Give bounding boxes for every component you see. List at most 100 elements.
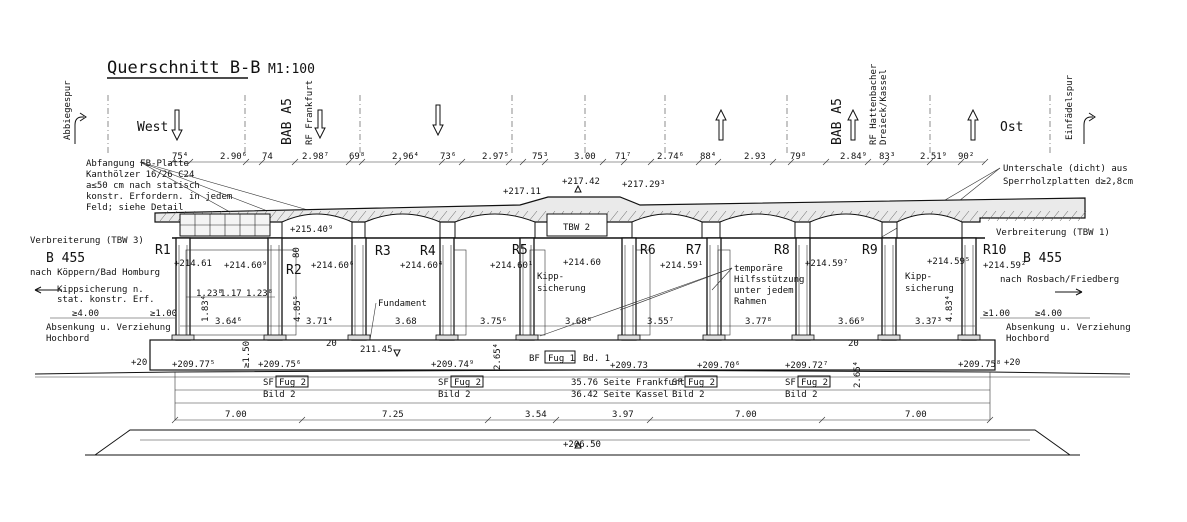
dim-plus20-right: +20 bbox=[1004, 358, 1020, 368]
column-footing bbox=[263, 334, 287, 341]
top-dim-value: 74 bbox=[262, 152, 273, 162]
dim-plus20-left: +20 bbox=[131, 358, 147, 368]
elev-214-601: +214.60¹ bbox=[490, 261, 533, 271]
svg-text:Kanthölzer 16/26 C24: Kanthölzer 16/26 C24 bbox=[86, 170, 194, 180]
turn-arrow-left-icon bbox=[74, 116, 84, 144]
support-label-r9: R9 bbox=[862, 243, 878, 258]
svg-text:Bild 2: Bild 2 bbox=[785, 390, 818, 400]
dim-4-00-left: ≥4.00 bbox=[72, 309, 99, 319]
dim-tick bbox=[957, 158, 965, 166]
absenkung-left: Absenkung u. Verziehung Hochbord bbox=[46, 323, 171, 344]
dim-4-85: 4.85⁵ bbox=[293, 295, 303, 322]
fug1-box bbox=[544, 350, 576, 364]
label-verbreiterung-right: Verbreiterung (TBW 1) bbox=[996, 228, 1110, 238]
span-dim: 3.66⁹ bbox=[838, 317, 865, 327]
svg-text:Fug 2: Fug 2 bbox=[454, 378, 481, 388]
svg-text:Unterschale (dicht) aus: Unterschale (dicht) aus bbox=[1003, 164, 1128, 174]
column-footing bbox=[791, 334, 815, 341]
top-lane-dividers bbox=[107, 95, 1051, 155]
column-footing bbox=[702, 334, 726, 341]
label-b455-left: B 455 bbox=[46, 251, 85, 266]
elev-211-45: 211.45 bbox=[360, 345, 393, 355]
dim-tick bbox=[882, 158, 890, 166]
span-dim: 3.75⁶ bbox=[480, 317, 507, 327]
svg-text:Rahmen: Rahmen bbox=[734, 297, 767, 307]
top-dim-value: 2.93 bbox=[744, 152, 766, 162]
lower-road-outline bbox=[94, 429, 1071, 456]
svg-text:SF: SF bbox=[672, 378, 683, 388]
dim-tick bbox=[519, 158, 527, 166]
dim-tick bbox=[171, 416, 179, 424]
sf-fug2-group-1: SF Fug 2 Bild 2 bbox=[263, 375, 309, 400]
span-dim: 3.37³ bbox=[915, 317, 942, 327]
span-dim: 3.77⁸ bbox=[745, 317, 772, 327]
span-dim: 3.68 bbox=[395, 317, 417, 327]
label-b455-right: B 455 bbox=[1023, 251, 1062, 266]
frame-arch bbox=[809, 213, 883, 238]
elev-214-591: +214.59¹ bbox=[660, 261, 703, 271]
svg-text:Kipp-: Kipp- bbox=[905, 272, 932, 282]
arrow-up-icon bbox=[847, 108, 859, 141]
temp-support bbox=[453, 249, 467, 336]
dim-tick bbox=[822, 158, 830, 166]
svg-text:stat. konstr. Erf.: stat. konstr. Erf. bbox=[57, 295, 155, 305]
elev-214-609: +214.60⁹ bbox=[224, 261, 267, 271]
span-dim: 3.64⁶ bbox=[215, 317, 242, 327]
svg-text:a≤50 cm nach statisch: a≤50 cm nach statisch bbox=[86, 181, 200, 191]
leader-line bbox=[369, 302, 377, 341]
arrow-down-icon bbox=[171, 109, 183, 142]
support-label-r2: R2 bbox=[286, 263, 302, 278]
support-label-r1: R1 bbox=[155, 243, 171, 258]
arrow-down-icon bbox=[314, 109, 326, 140]
top-dim-value: 2.97⁵ bbox=[482, 152, 509, 162]
svg-text:SF: SF bbox=[785, 378, 796, 388]
top-dim-value: 2.96⁴ bbox=[392, 152, 419, 162]
label-tbw2: TBW 2 bbox=[563, 223, 590, 233]
sf-fug2-group-2: SF Fug 2 Bild 2 bbox=[438, 375, 484, 400]
elev-209-706: +209.70⁶ bbox=[697, 361, 740, 371]
svg-text:Bild 2: Bild 2 bbox=[263, 390, 296, 400]
svg-text:SF: SF bbox=[438, 378, 449, 388]
lane-dim: 7.00 bbox=[905, 410, 927, 420]
label-fundament: Fundament bbox=[378, 299, 427, 309]
dim-tick bbox=[458, 158, 466, 166]
label-einfaedelspur: Einfädelspur bbox=[1065, 74, 1075, 140]
dim-tick bbox=[695, 158, 703, 166]
dim-tick bbox=[714, 158, 722, 166]
label-bf: BF bbox=[529, 354, 540, 364]
dim-tick bbox=[620, 158, 628, 166]
elev-209-73: +209.73 bbox=[610, 361, 648, 371]
dim-1-23b: 1.23⁸ bbox=[246, 289, 273, 299]
column-footing bbox=[435, 334, 459, 341]
frame-arch bbox=[719, 213, 796, 238]
top-dim-value: 2.90⁶ bbox=[220, 152, 247, 162]
elev-217-11: +217.11 bbox=[503, 187, 541, 197]
elev-209-758: +209.75⁸ bbox=[958, 360, 1001, 370]
top-dim-value: 2.84⁹ bbox=[840, 152, 867, 162]
dim-tick bbox=[186, 158, 194, 166]
label-fug1: Fug 1 bbox=[548, 354, 575, 364]
dim-tick bbox=[552, 416, 560, 424]
note-unterschale: Unterschale (dicht) aus Sperrholzplatten… bbox=[1003, 164, 1133, 187]
dim-tick bbox=[298, 416, 306, 424]
label-west: West bbox=[137, 120, 168, 135]
label-seite-kassel: 36.42 Seite Kassel bbox=[571, 390, 669, 400]
label-rf-hattenbacher: RF Hattenbacher bbox=[869, 63, 879, 145]
dim-tick bbox=[818, 416, 826, 424]
dim-tick bbox=[505, 158, 513, 166]
note-kippsicherung-mid: Kipp- sicherung bbox=[537, 272, 586, 294]
dim-1-17: 1.17 bbox=[220, 289, 242, 299]
elev-209-727: +209.72⁷ bbox=[785, 361, 828, 371]
dim-tick bbox=[646, 416, 654, 424]
dim-tick bbox=[981, 158, 989, 166]
label-rf-frankfurt: RF Frankfurt bbox=[305, 80, 315, 145]
dim-4-00-right: ≥4.00 bbox=[1035, 309, 1062, 319]
lane-dim: 3.97 bbox=[612, 410, 634, 420]
column-footing bbox=[957, 334, 981, 341]
support-column bbox=[621, 237, 637, 341]
svg-text:Hochbord: Hochbord bbox=[46, 334, 89, 344]
lane-dim: 3.54 bbox=[525, 410, 547, 420]
drawing-scale: M1:100 bbox=[268, 62, 315, 77]
